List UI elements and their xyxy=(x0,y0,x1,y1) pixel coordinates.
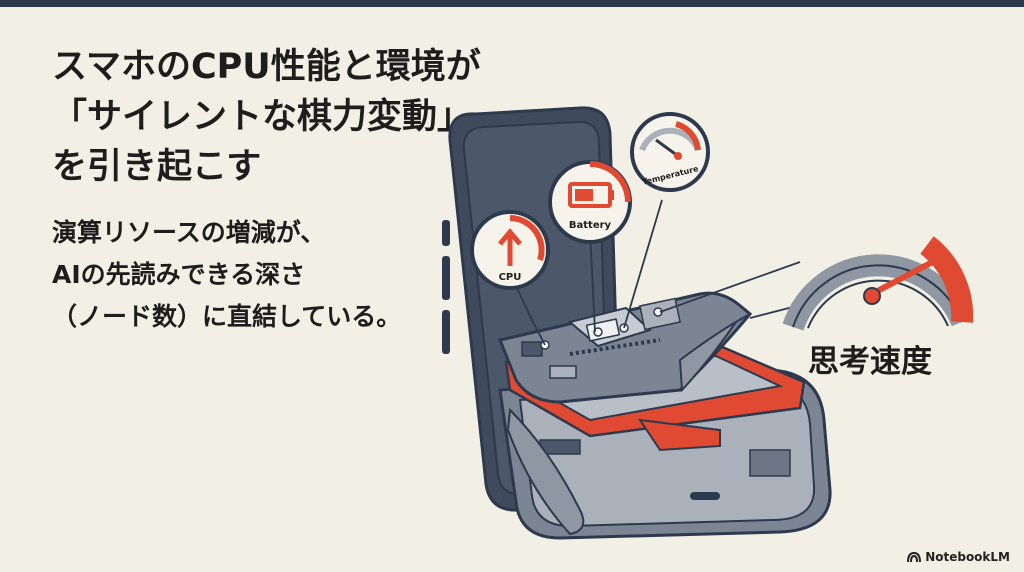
cpu-callout: CPU xyxy=(470,210,550,290)
slide-body: 演算リソースの増減が、 AIの先読みできる深さ （ノード数）に直結している。 xyxy=(52,212,452,338)
cpu-label: CPU xyxy=(499,272,522,283)
temperature-callout: Temperature xyxy=(630,112,710,192)
notebooklm-logo-icon xyxy=(907,551,922,563)
speed-gauge xyxy=(782,236,974,331)
circuit-board xyxy=(497,291,753,404)
slide-title: スマホのCPU性能と環境が 「サイレントな棋力変動」 を引き起こす xyxy=(52,42,492,192)
body-line-3: （ノード数）に直結している。 xyxy=(52,302,402,331)
title-line-2: 「サイレントな棋力変動」 xyxy=(52,97,473,137)
notebooklm-badge: NotebookLM xyxy=(907,550,1010,564)
phone-exploded-illustration: CPU Battery Temperature xyxy=(442,106,974,540)
gauge-label: 思考速度 xyxy=(808,344,932,380)
body-line-2: AIの先読みできる深さ xyxy=(52,260,306,289)
battery-label: Battery xyxy=(569,220,612,231)
battery-callout: Battery xyxy=(548,160,632,244)
title-line-3: を引き起こす xyxy=(52,147,262,187)
top-bar xyxy=(0,0,1024,7)
title-line-1: スマホのCPU性能と環境が xyxy=(52,47,481,87)
body-line-1: 演算リソースの増減が、 xyxy=(52,218,326,247)
brand-name: NotebookLM xyxy=(925,550,1010,564)
ribbon-flap xyxy=(506,407,585,536)
